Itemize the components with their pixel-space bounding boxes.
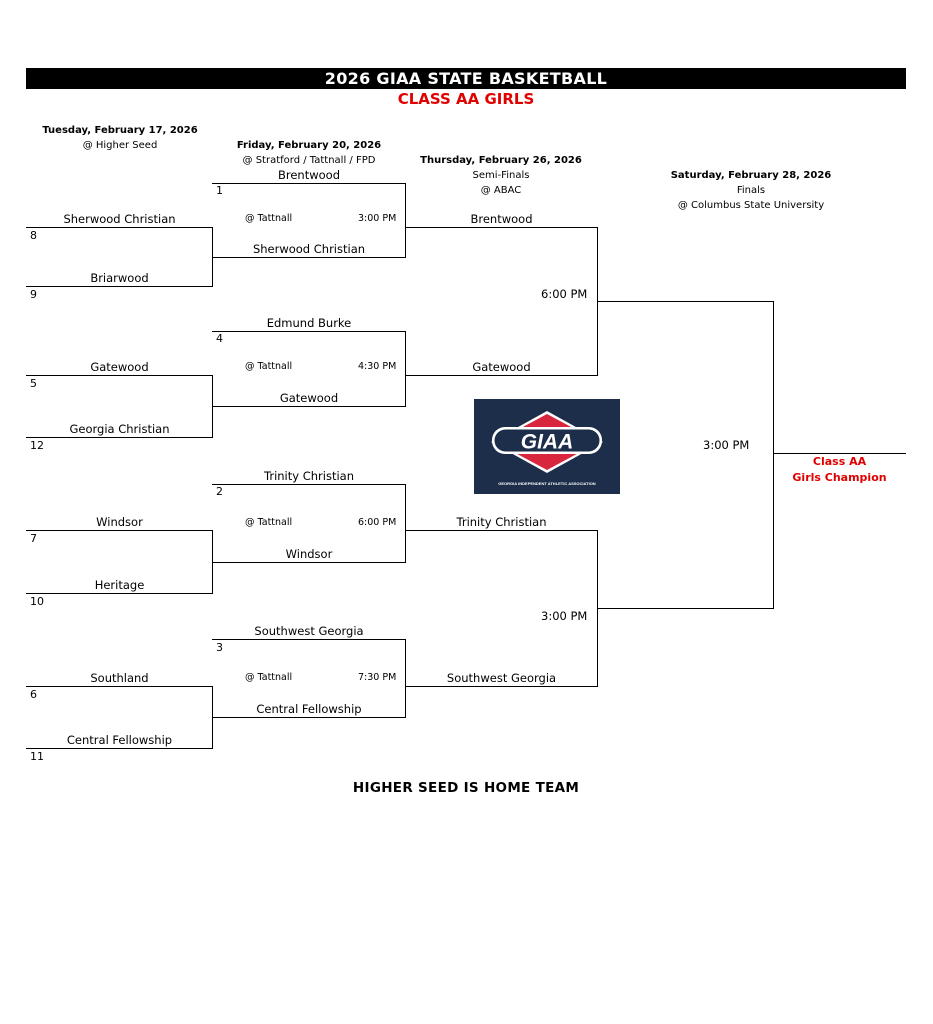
round2-date: Friday, February 20, 2026: [236, 140, 382, 151]
bracket-line: [405, 530, 598, 531]
qf-time: 4:30 PM: [358, 361, 397, 372]
qf-team-bottom: Windsor: [285, 547, 333, 561]
r1-team-bottom: Georgia Christian: [69, 422, 170, 436]
qf-team-bottom: Gatewood: [279, 391, 339, 405]
bracket-line: [26, 593, 213, 594]
bracket-connector: [405, 183, 406, 258]
footer-note: HIGHER SEED IS HOME TEAM: [352, 780, 580, 796]
r1-seed: 6: [30, 688, 37, 701]
sf-time: 3:00 PM: [541, 609, 588, 623]
r1-team-top: Gatewood: [90, 360, 149, 374]
round3-header: Thursday, February 26, 2026 Semi-Finals …: [401, 153, 601, 198]
bracket-line: [26, 748, 213, 749]
bracket-line: [26, 437, 213, 438]
final-line-top: [597, 301, 774, 302]
qf-team-top: Brentwood: [277, 168, 340, 182]
champion-label: Class AA Girls Champion: [773, 454, 906, 486]
bracket-line: [212, 484, 406, 485]
bracket-line: [212, 183, 406, 184]
r1-seed: 11: [30, 750, 44, 763]
qf-seed: 4: [216, 332, 223, 345]
bracket-connector: [405, 484, 406, 563]
r1-seed: 10: [30, 595, 44, 608]
qf-venue: @ Tattnall: [245, 672, 293, 683]
logo-text: GIAA: [521, 431, 574, 454]
bracket-line: [26, 286, 213, 287]
bracket-line: [212, 257, 406, 258]
r1-team-top: Southland: [90, 671, 149, 685]
bracket-line: [26, 375, 213, 376]
sf-team-top: Trinity Christian: [456, 515, 547, 529]
round3-location: @ ABAC: [480, 185, 522, 196]
qf-time: 7:30 PM: [358, 672, 397, 683]
r1-seed: 8: [30, 229, 37, 242]
qf-team-top: Edmund Burke: [266, 316, 352, 330]
bracket-line: [212, 639, 406, 640]
champion-line2: Girls Champion: [792, 471, 887, 484]
round1-location: @ Higher Seed: [82, 140, 158, 151]
bracket-connector: [405, 639, 406, 718]
sf-team-bottom: Southwest Georgia: [446, 671, 557, 685]
r1-seed: 9: [30, 288, 37, 301]
round4-name: Finals: [736, 185, 766, 196]
round1-header: Tuesday, February 17, 2026 @ Higher Seed: [20, 123, 220, 153]
final-time: 3:00 PM: [703, 438, 750, 452]
round4-location: @ Columbus State University: [677, 200, 825, 211]
round1-date: Tuesday, February 17, 2026: [42, 125, 198, 136]
r1-team-top: Sherwood Christian: [63, 212, 176, 226]
final-line-bottom: [597, 608, 774, 609]
bracket-line: [26, 686, 213, 687]
r1-seed: 7: [30, 532, 37, 545]
round3-name: Semi-Finals: [472, 170, 530, 181]
bracket-line: [405, 375, 598, 376]
r1-team-bottom: Heritage: [94, 578, 145, 592]
r1-team-top: Windsor: [96, 515, 143, 529]
champion-line1: Class AA: [812, 455, 867, 468]
qf-time: 6:00 PM: [358, 517, 397, 528]
qf-seed: 1: [216, 184, 223, 197]
sf-team-top: Brentwood: [470, 212, 533, 226]
qf-venue: @ Tattnall: [245, 213, 293, 224]
r1-seed: 12: [30, 439, 44, 452]
r1-seed: 5: [30, 377, 37, 390]
giaa-logo: GIAA GEORGIA INDEPENDENT ATHLETIC ASSOCI…: [474, 399, 620, 494]
bracket-connector: [405, 331, 406, 407]
page-subtitle: CLASS AA GIRLS: [397, 90, 535, 108]
bracket-line: [212, 331, 406, 332]
sf-time: 6:00 PM: [541, 287, 588, 301]
bracket-line: [212, 717, 406, 718]
logo-tagline: GEORGIA INDEPENDENT ATHLETIC ASSOCIATION: [498, 481, 596, 486]
r1-team-bottom: Central Fellowship: [66, 733, 173, 747]
qf-venue: @ Tattnall: [245, 361, 293, 372]
bracket-line: [405, 227, 598, 228]
champion-line: [773, 453, 906, 454]
round2-location: @ Stratford / Tattnall / FPD: [242, 155, 376, 166]
bracket-line: [212, 562, 406, 563]
final-connector: [773, 301, 774, 609]
page-title: 2026 GIAA STATE BASKETBALL: [26, 68, 906, 89]
r1-team-bottom: Briarwood: [90, 271, 149, 285]
giaa-logo-graphic: GIAA GEORGIA INDEPENDENT ATHLETIC ASSOCI…: [491, 411, 603, 486]
qf-seed: 3: [216, 641, 223, 654]
qf-time: 3:00 PM: [358, 213, 397, 224]
round4-date: Saturday, February 28, 2026: [670, 170, 832, 181]
qf-team-top: Trinity Christian: [264, 469, 354, 483]
bracket-line: [26, 530, 213, 531]
round2-header: Friday, February 20, 2026 @ Stratford / …: [210, 138, 408, 168]
qf-team-bottom: Sherwood Christian: [252, 242, 366, 256]
round4-header: Saturday, February 28, 2026 Finals @ Col…: [650, 168, 852, 213]
round3-date: Thursday, February 26, 2026: [420, 155, 582, 166]
sf-team-bottom: Gatewood: [472, 360, 531, 374]
qf-seed: 2: [216, 485, 223, 498]
qf-team-top: Southwest Georgia: [254, 624, 364, 638]
bracket-line: [212, 406, 406, 407]
qf-venue: @ Tattnall: [245, 517, 293, 528]
bracket-line: [405, 686, 598, 687]
qf-team-bottom: Central Fellowship: [256, 702, 362, 716]
bracket-line: [26, 227, 213, 228]
